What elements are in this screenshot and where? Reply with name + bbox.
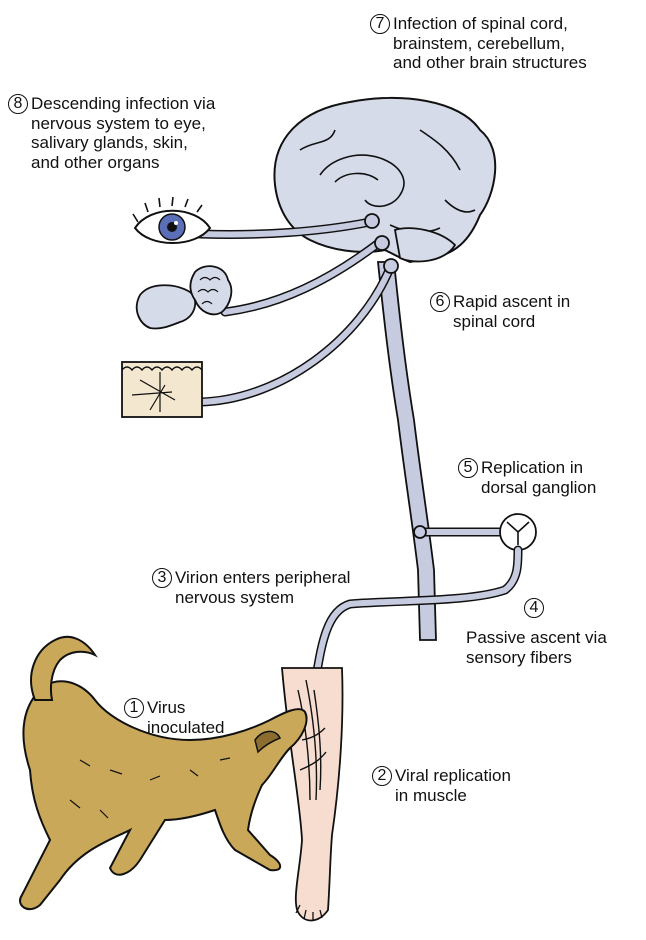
- step-7-label: 7 Infection of spinal cord, brainstem, c…: [370, 14, 587, 73]
- step-text: Infection of spinal cord, brainstem, cer…: [393, 14, 587, 73]
- junction-node: [365, 214, 379, 228]
- step-number-badge: 4: [524, 598, 544, 618]
- step-number-badge: 1: [124, 698, 144, 718]
- human-leg: [282, 668, 343, 920]
- step-number-badge: 5: [458, 458, 478, 478]
- step-number-badge: 2: [372, 766, 392, 786]
- step-number-badge: 8: [8, 94, 28, 114]
- step-number-badge: 7: [370, 14, 390, 34]
- junction-node: [384, 259, 398, 273]
- junction-node: [375, 236, 389, 250]
- step-1-label: 1 Virus inoculated: [124, 698, 225, 737]
- step-4-text: Passive ascent via sensory fibers: [466, 628, 607, 667]
- step-text: Virion enters peripheral nervous system: [175, 568, 350, 607]
- step-3-label: 3 Virion enters peripheral nervous syste…: [152, 568, 350, 607]
- spinal-cord: [378, 262, 436, 640]
- step-text: Virus inoculated: [147, 698, 225, 737]
- step-number-badge: 6: [430, 292, 450, 312]
- eye: [133, 197, 210, 243]
- step-text: Rapid ascent in spinal cord: [453, 292, 570, 331]
- step-text: Viral replication in muscle: [395, 766, 511, 805]
- step-6-label: 6 Rapid ascent in spinal cord: [430, 292, 570, 331]
- skin-section: [122, 362, 202, 417]
- salivary-glands: [137, 266, 232, 328]
- step-number-badge: 3: [152, 568, 172, 588]
- step-text: Descending infection via nervous system …: [31, 94, 215, 172]
- step-8-label: 8 Descending infection via nervous syste…: [8, 94, 215, 172]
- step-5-label: 5 Replication in dorsal ganglion: [458, 458, 596, 497]
- step-text: Passive ascent via sensory fibers: [466, 628, 607, 667]
- step-2-label: 2 Viral replication in muscle: [372, 766, 511, 805]
- step-4-label: 4: [524, 598, 547, 618]
- ganglion-node: [414, 526, 426, 538]
- step-text: Replication in dorsal ganglion: [481, 458, 596, 497]
